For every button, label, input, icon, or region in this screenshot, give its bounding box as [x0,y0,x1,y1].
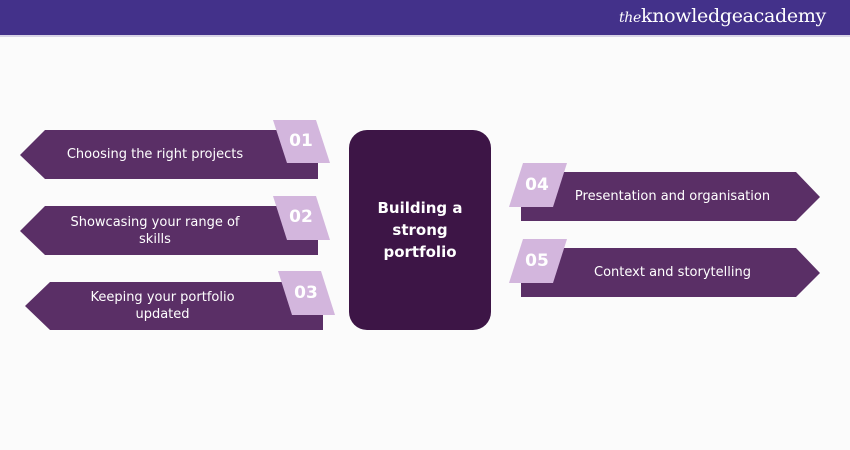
arrow-shape-03 [25,282,323,330]
item-label-01: Choosing the right projects [66,147,244,162]
badge-shape-05 [509,239,567,283]
badge-shape-02 [273,196,330,240]
badge-shape-01 [273,120,330,163]
logo-text: knowledgeacademy [641,5,826,27]
item-number-03: 03 [294,283,318,303]
center-title: Building a strong portfolio [377,199,463,261]
item-label-03: Keeping your portfolio updated [90,290,235,322]
item-label-04: Presentation and organisation [574,189,771,204]
item-label-02: Showcasing your range of skills [70,214,240,247]
arrow-shape-02 [20,206,318,255]
badge-shape-03 [278,271,335,315]
item-number-01: 01 [289,131,313,151]
logo-prefix: the [618,10,641,26]
item-number-05: 05 [525,251,549,271]
brand-logo[interactable]: theknowledgeacademy [619,5,826,27]
header-bar: theknowledgeacademy [0,0,850,37]
arrow-shape-01 [20,130,318,179]
arrow-shape-05 [521,248,820,297]
item-number-04: 04 [525,175,549,195]
center-box: Building a strong portfolio [349,130,491,330]
badge-shape-04 [509,163,567,207]
arrow-shape-04 [521,172,820,221]
item-number-02: 02 [289,207,313,227]
item-label-05: Context and storytelling [594,265,751,280]
